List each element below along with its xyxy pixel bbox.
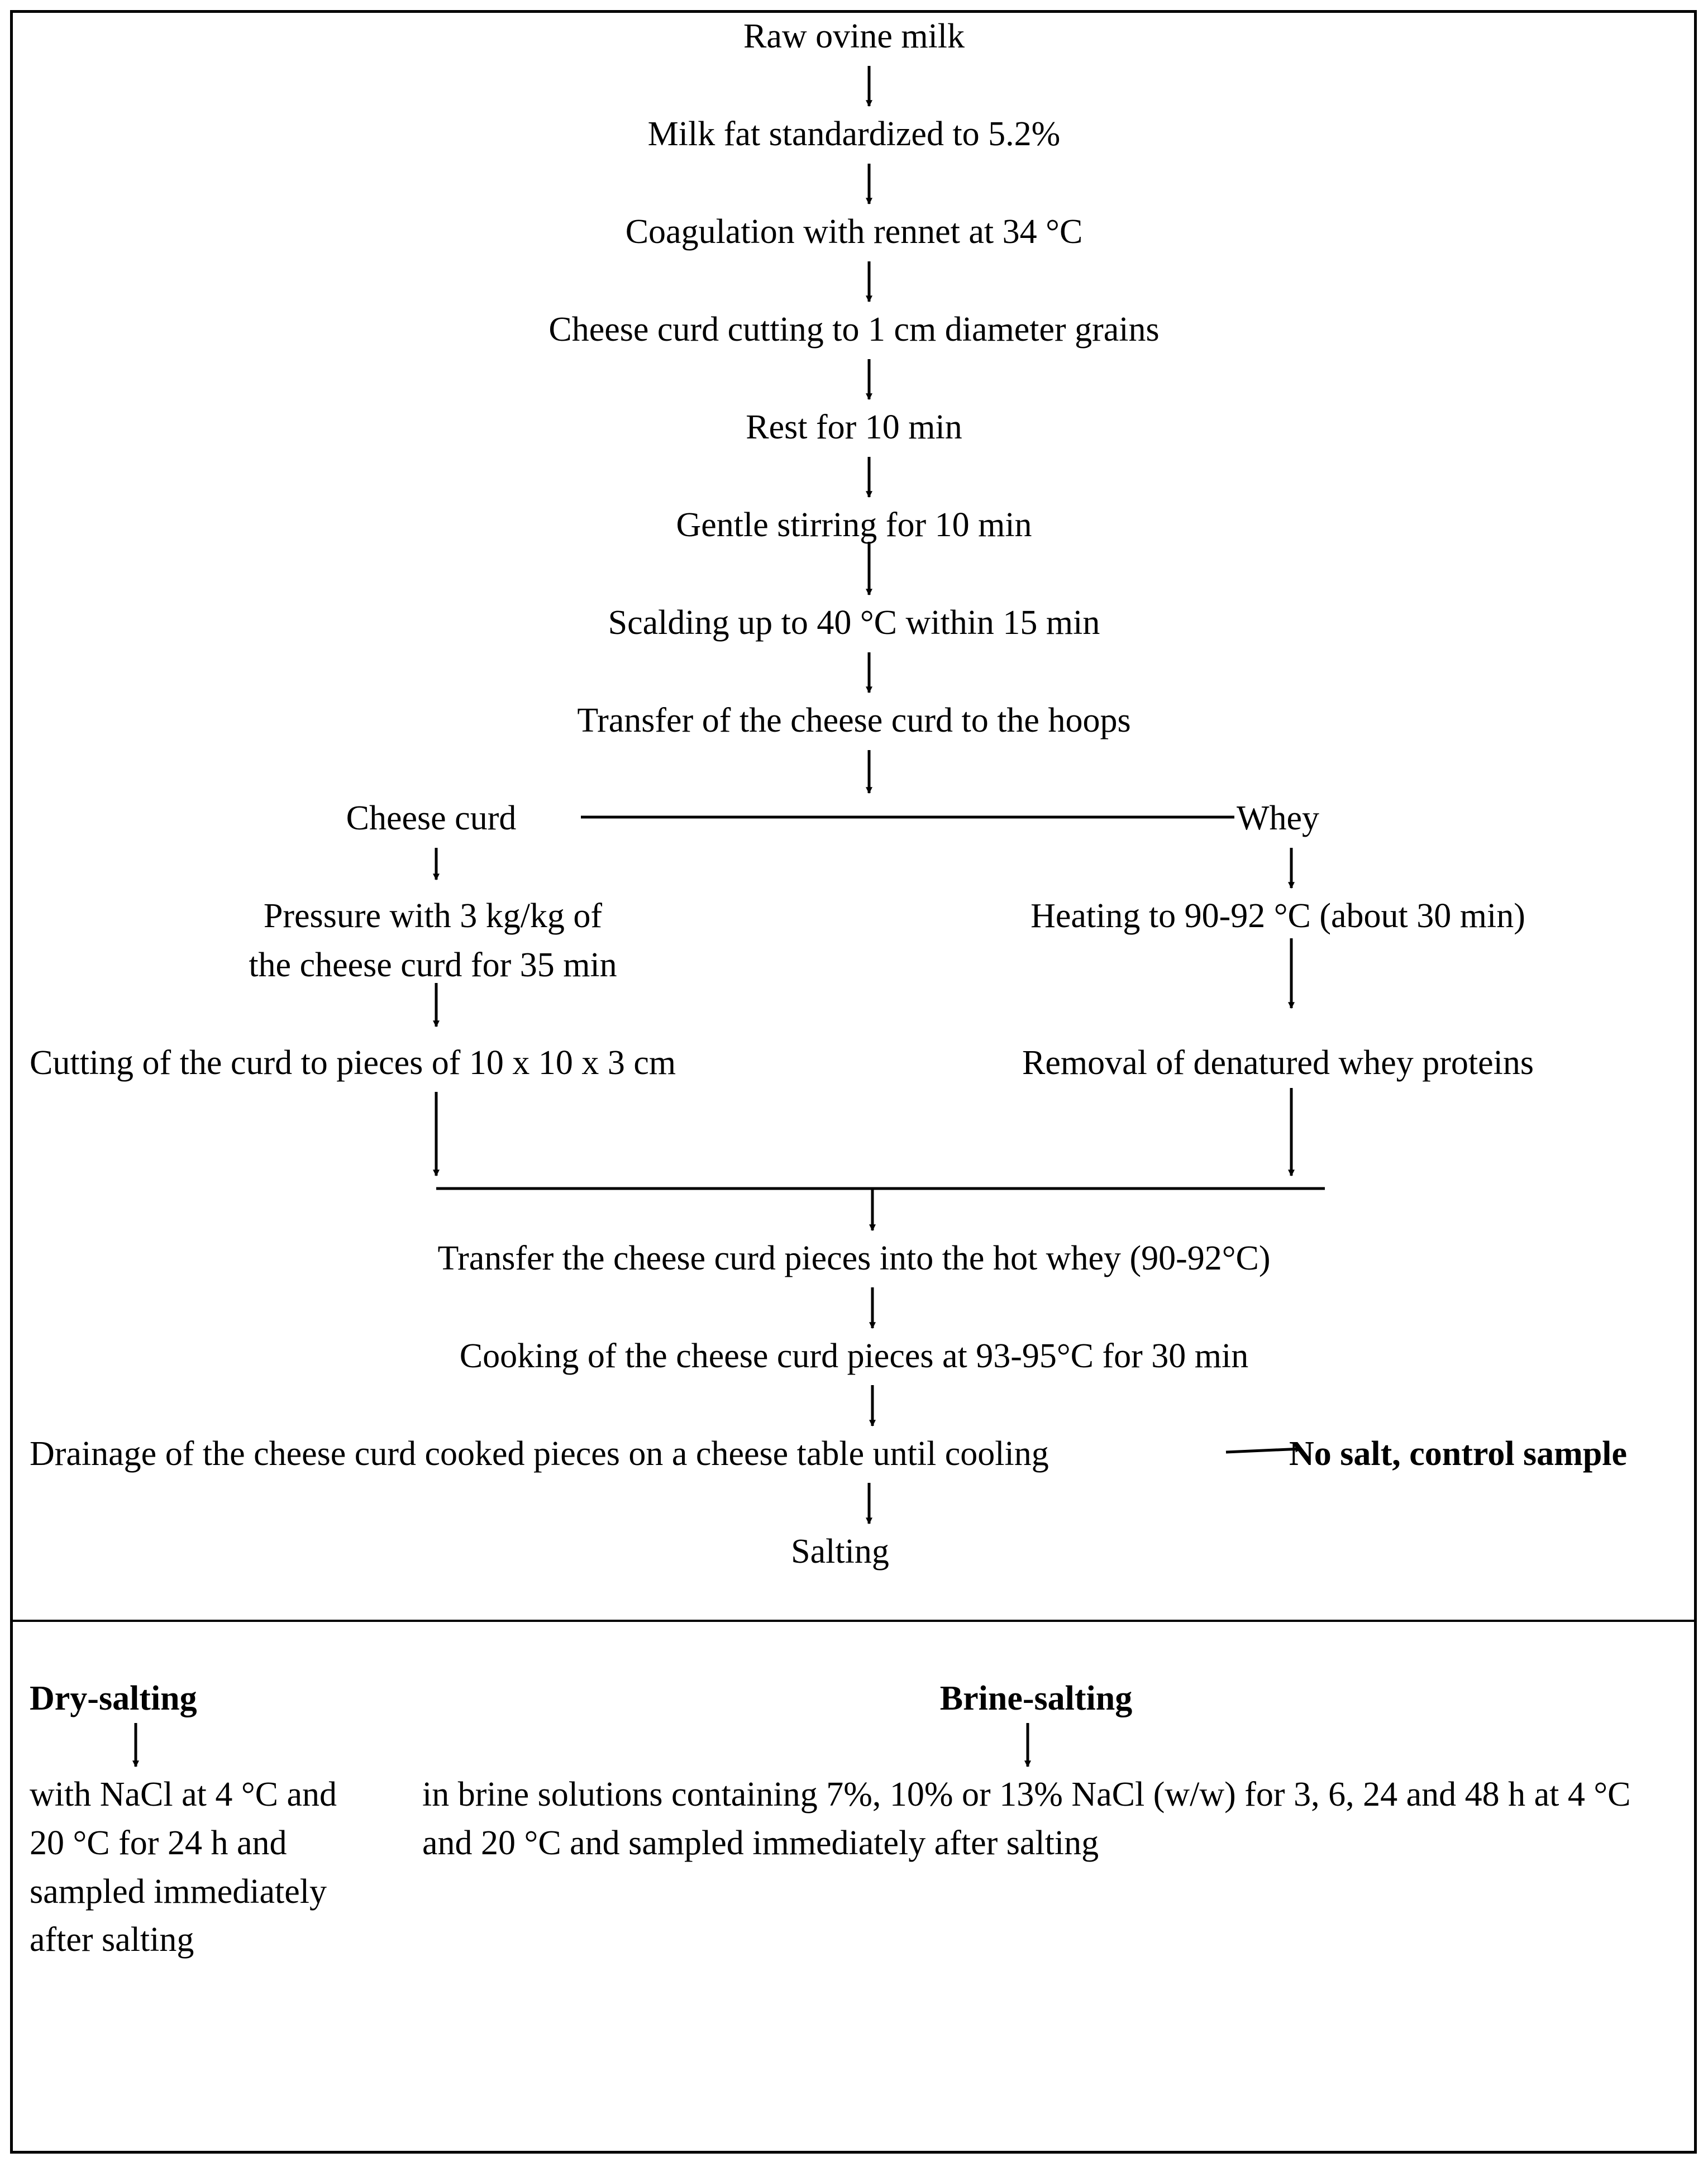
step-whey-protein-removal: Removal of denatured whey proteins: [1022, 1044, 1534, 1082]
step-pressure-line2: the cheese curd for 35 min: [249, 946, 617, 984]
step-transfer-hot-whey: Transfer the cheese curd pieces into the…: [437, 1239, 1271, 1277]
step-coagulation: Coagulation with rennet at 34 °C: [625, 213, 1083, 251]
section-divider: [10, 1620, 1697, 1622]
step-transfer-hoops: Transfer of the cheese curd to the hoops: [577, 701, 1131, 739]
dry-salting-description: with NaCl at 4 °C and 20 °C for 24 h and…: [30, 1776, 337, 1959]
step-scalding: Scalding up to 40 °C within 15 min: [608, 604, 1100, 642]
step-stirring: Gentle stirring for 10 min: [676, 506, 1032, 544]
step-pressure-line1: Pressure with 3 kg/kg of: [263, 897, 603, 935]
step-curd-cutting: Cheese curd cutting to 1 cm diameter gra…: [548, 311, 1160, 349]
branch-whey: Whey: [1236, 799, 1320, 837]
diagram-frame: [10, 10, 1697, 2154]
branch-cheese-curd: Cheese curd: [346, 799, 517, 837]
step-raw-milk: Raw ovine milk: [743, 17, 965, 55]
step-curd-pieces: Cutting of the curd to pieces of 10 x 10…: [30, 1044, 676, 1082]
arrow-control: [1225, 1445, 1303, 1454]
step-cooking: Cooking of the cheese curd pieces at 93-…: [459, 1337, 1249, 1375]
step-rest: Rest for 10 min: [746, 408, 962, 446]
step-fat-standardization: Milk fat standardized to 5.2%: [647, 115, 1061, 153]
brine-salting-description: in brine solutions containing 7%, 10% or…: [422, 1776, 1631, 1862]
step-whey-heating: Heating to 90-92 °C (about 30 min): [1030, 897, 1525, 935]
step-drainage: Drainage of the cheese curd cooked piece…: [30, 1435, 1049, 1473]
step-salting: Salting: [791, 1533, 889, 1571]
dry-salting-title: Dry-salting: [30, 1679, 197, 1717]
control-sample-label: No salt, control sample: [1289, 1435, 1628, 1473]
brine-salting-title: Brine-salting: [939, 1679, 1133, 1717]
